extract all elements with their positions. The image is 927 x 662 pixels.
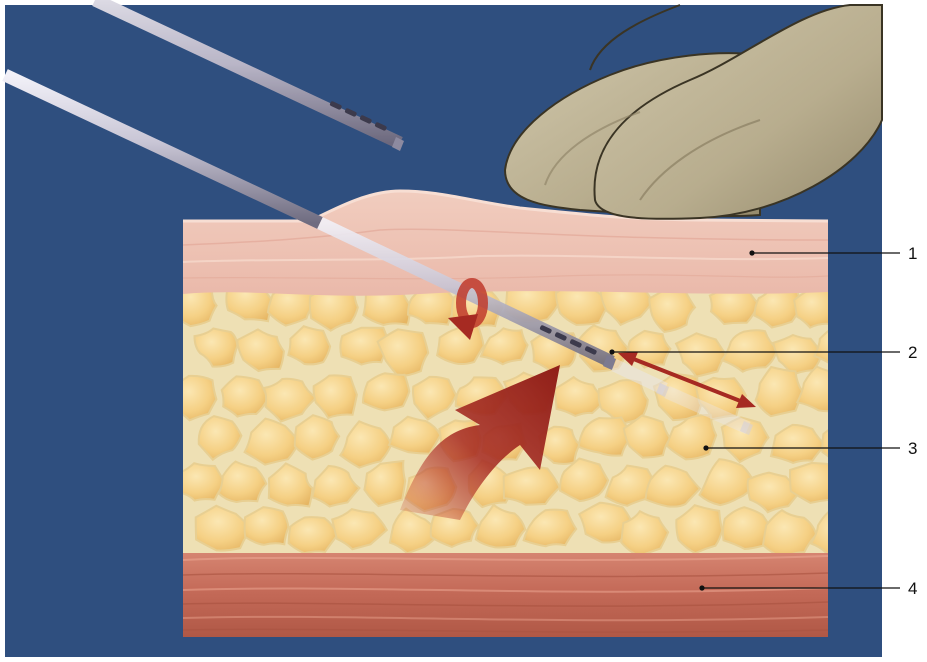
callout-2-label: 2 bbox=[908, 343, 917, 362]
callout-1-label: 1 bbox=[908, 244, 917, 263]
fat-lobule bbox=[222, 376, 268, 416]
callout-3-label: 3 bbox=[908, 439, 917, 458]
muscle-layer bbox=[183, 545, 828, 637]
callout-4-label: 4 bbox=[908, 579, 917, 598]
